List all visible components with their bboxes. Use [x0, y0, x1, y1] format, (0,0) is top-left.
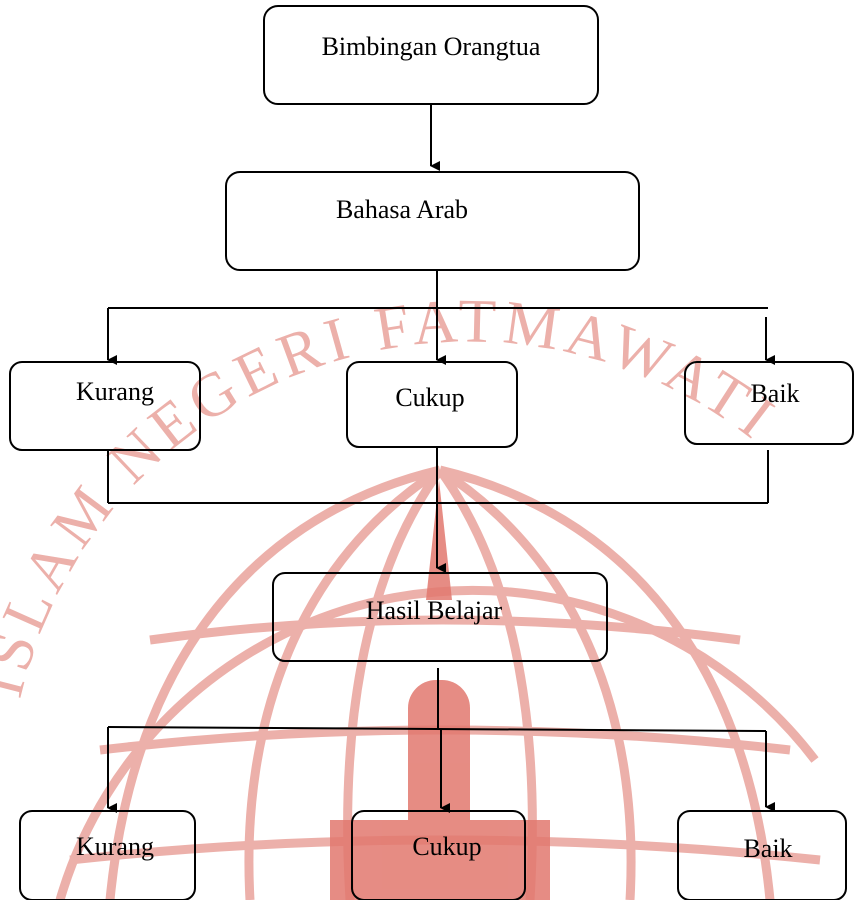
node-label-baik-1: Baik — [750, 379, 799, 408]
node-label-cukup-1: Cukup — [395, 383, 464, 412]
connector-branch-bar-2 — [107, 726, 767, 732]
node-bahasa-arab — [225, 171, 640, 271]
node-label-kurang-2: Kurang — [76, 832, 154, 861]
node-kurang-2 — [19, 810, 196, 900]
node-hasil-belajar — [272, 572, 608, 662]
node-label-hasil-belajar: Hasil Belajar — [366, 596, 503, 625]
node-baik-1 — [684, 361, 854, 445]
node-cukup-1 — [346, 361, 518, 448]
node-cukup-2 — [351, 810, 526, 900]
node-baik-2 — [677, 810, 847, 900]
node-label-bimbingan-orangtua: Bimbingan Orangtua — [322, 32, 541, 61]
node-kurang-1 — [9, 361, 201, 451]
node-label-kurang-1: Kurang — [76, 377, 154, 406]
node-label-bahasa-arab: Bahasa Arab — [336, 195, 468, 224]
node-label-cukup-2: Cukup — [412, 832, 481, 861]
node-bimbingan-orangtua — [263, 5, 599, 105]
node-label-baik-2: Baik — [743, 834, 792, 863]
